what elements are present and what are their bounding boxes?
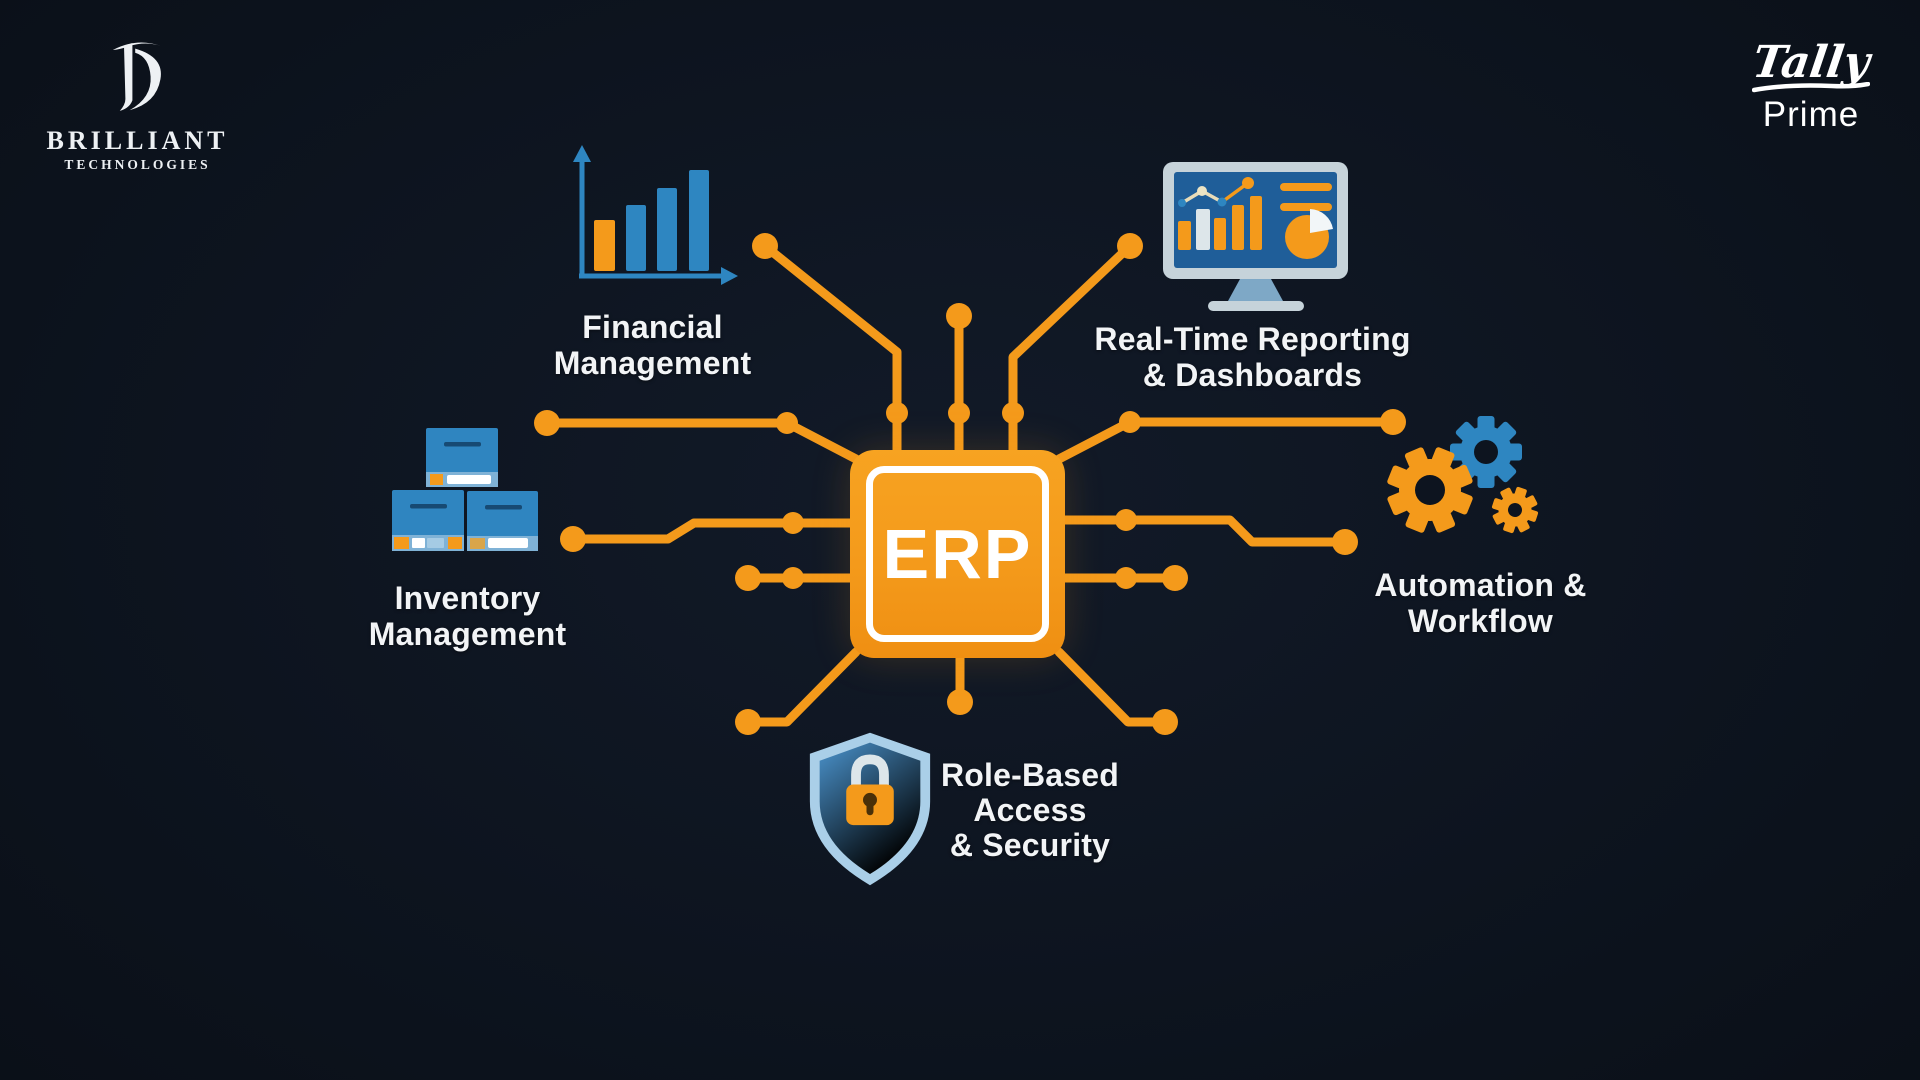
label-inventory-line1: Inventory bbox=[394, 580, 541, 616]
dashboard-monitor-icon bbox=[1163, 162, 1348, 311]
label-automation-line2: Workflow bbox=[1407, 603, 1553, 639]
label-security-line1: Role-Based bbox=[940, 757, 1120, 793]
label-security-line2: Access bbox=[973, 792, 1087, 828]
label-financial-line2: Management bbox=[553, 345, 752, 381]
shield-lock-icon bbox=[809, 732, 931, 886]
tally-product-name: Prime bbox=[1762, 95, 1860, 134]
label-automation-workflow: Automation & Workflow bbox=[1308, 567, 1653, 639]
label-inventory-management: Inventory Management bbox=[295, 580, 640, 652]
label-automation-line1: Automation & bbox=[1374, 567, 1587, 603]
label-role-based-security: Role-Based Access & Security bbox=[900, 758, 1160, 863]
brilliant-monogram-icon bbox=[112, 42, 161, 111]
tally-prime-logo: Tally Prime bbox=[1736, 37, 1886, 134]
erp-chip-inner-border: ERP bbox=[866, 466, 1049, 642]
label-financial-line1: Financial bbox=[582, 309, 723, 345]
erp-chip: ERP bbox=[850, 450, 1065, 658]
label-security-line3: & Security bbox=[949, 827, 1111, 863]
label-inventory-line2: Management bbox=[368, 616, 567, 652]
label-reporting-line2: & Dashboards bbox=[1142, 357, 1363, 393]
brand-name: BRILLIANT bbox=[46, 126, 229, 155]
erp-label: ERP bbox=[882, 515, 1033, 593]
inventory-boxes-icon bbox=[392, 428, 538, 551]
gears-icon bbox=[1387, 416, 1539, 534]
tally-underline-swoosh-icon bbox=[1752, 82, 1870, 93]
label-realtime-reporting: Real-Time Reporting & Dashboards bbox=[1080, 321, 1425, 393]
brilliant-technologies-logo: BRILLIANT TECHNOLOGIES bbox=[40, 34, 235, 173]
brand-subtitle: TECHNOLOGIES bbox=[64, 157, 211, 172]
label-reporting-line1: Real-Time Reporting bbox=[1094, 321, 1411, 357]
bar-chart-icon bbox=[573, 145, 738, 285]
label-financial-management: Financial Management bbox=[480, 309, 825, 381]
tally-script-wordmark: Tally bbox=[1749, 37, 1873, 88]
